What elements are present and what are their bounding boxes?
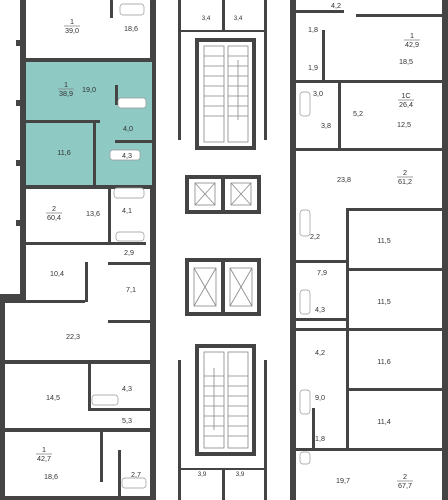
apartment-rooms: 1 xyxy=(64,80,68,89)
apartment-area: 42,7 xyxy=(37,454,51,463)
apartment-highlight-fill xyxy=(26,61,153,186)
room-area: 18,5 xyxy=(399,57,413,66)
apartment-area: 67,7 xyxy=(398,481,412,490)
room-area: 2,2 xyxy=(310,232,320,241)
room-labels: 18,6 19,0 4,0 11,6 4,3 13,6 4,1 2,9 10,4… xyxy=(44,1,413,485)
apartment-area: 42,9 xyxy=(405,40,419,49)
room-area: 13,6 xyxy=(86,209,100,218)
room-area: 11,6 xyxy=(57,148,70,157)
room-area: 3,4 xyxy=(234,15,243,22)
apartment-1-38-9[interactable] xyxy=(26,61,153,186)
apartment-1-42-7[interactable]: 1 42,7 xyxy=(36,445,52,463)
apartment-rooms: 1 xyxy=(410,31,414,40)
room-area: 4,1 xyxy=(122,206,132,215)
apartment-rooms: 1 xyxy=(42,445,46,454)
apartment-area: 61,2 xyxy=(398,177,412,186)
room-area: 11,5 xyxy=(377,297,390,306)
room-area: 3,0 xyxy=(313,89,323,98)
apartment-rooms: 2 xyxy=(403,168,407,177)
apartment-rooms: 1 xyxy=(70,17,74,26)
room-area: 2,7 xyxy=(131,470,141,479)
right-block-walls xyxy=(290,0,448,500)
apartment-area: 26,4 xyxy=(399,100,413,109)
room-area: 4,0 xyxy=(123,124,133,133)
room-area: 23,8 xyxy=(337,175,351,184)
apartment-area: 39,0 xyxy=(65,26,79,35)
apartment-2-67-7[interactable]: 2 67,7 xyxy=(397,472,413,490)
building-core xyxy=(178,0,267,500)
apartment-1c-26-4[interactable]: 1С 26,4 xyxy=(398,91,414,109)
room-area: 3,9 xyxy=(198,471,207,478)
room-area: 19,0 xyxy=(82,85,96,94)
stair-bottom xyxy=(203,351,249,449)
room-area: 4,3 xyxy=(122,384,132,393)
room-area: 18,6 xyxy=(124,24,138,33)
room-area: 4,3 xyxy=(122,151,132,160)
room-area: 7,9 xyxy=(317,268,327,277)
room-area: 3,4 xyxy=(202,15,211,22)
apartment-2-61-2[interactable]: 2 61,2 xyxy=(397,168,413,186)
left-block-walls xyxy=(0,0,156,500)
room-area: 1,8 xyxy=(308,25,318,34)
room-area: 1,9 xyxy=(308,63,318,72)
room-area: 22,3 xyxy=(66,332,80,341)
elevator-large-pair xyxy=(185,258,261,316)
apartment-rooms: 1С xyxy=(401,91,410,100)
apartment-1-39-0[interactable]: 1 39,0 xyxy=(64,17,80,35)
room-area: 14,5 xyxy=(46,393,60,402)
room-area: 7,1 xyxy=(126,285,136,294)
fixtures xyxy=(91,3,311,489)
apartment-area: 38,9 xyxy=(59,89,73,98)
room-area: 2,9 xyxy=(124,248,134,257)
room-area: 4,3 xyxy=(315,305,325,314)
room-area: 3,8 xyxy=(321,121,331,130)
room-area: 18,6 xyxy=(44,472,58,481)
room-area: 1,8 xyxy=(315,434,325,443)
elevator-small-pair xyxy=(185,175,261,214)
room-area: 11,5 xyxy=(377,236,390,245)
room-area: 4,2 xyxy=(315,348,325,357)
room-area: 11,6 xyxy=(377,357,390,366)
apartment-rooms: 2 xyxy=(52,204,56,213)
apartment-rooms: 2 xyxy=(403,472,407,481)
apartment-2-60-4[interactable]: 2 60,4 xyxy=(46,204,62,222)
apartment-1-38-9-label[interactable]: 1 38,9 xyxy=(58,80,74,98)
apartment-1-42-9[interactable]: 1 42,9 xyxy=(404,31,420,49)
room-area: 10,4 xyxy=(50,269,64,278)
room-area: 4,2 xyxy=(331,1,341,10)
room-area: 19,7 xyxy=(336,476,350,485)
room-area: 3,9 xyxy=(236,471,245,478)
room-area: 5,2 xyxy=(353,109,363,118)
room-area: 5,3 xyxy=(122,416,132,425)
room-area: 9,0 xyxy=(315,393,325,402)
room-area: 11,4 xyxy=(377,417,390,426)
room-area: 12,5 xyxy=(397,120,411,129)
stair-top xyxy=(203,45,249,143)
apartment-area: 60,4 xyxy=(47,213,61,222)
